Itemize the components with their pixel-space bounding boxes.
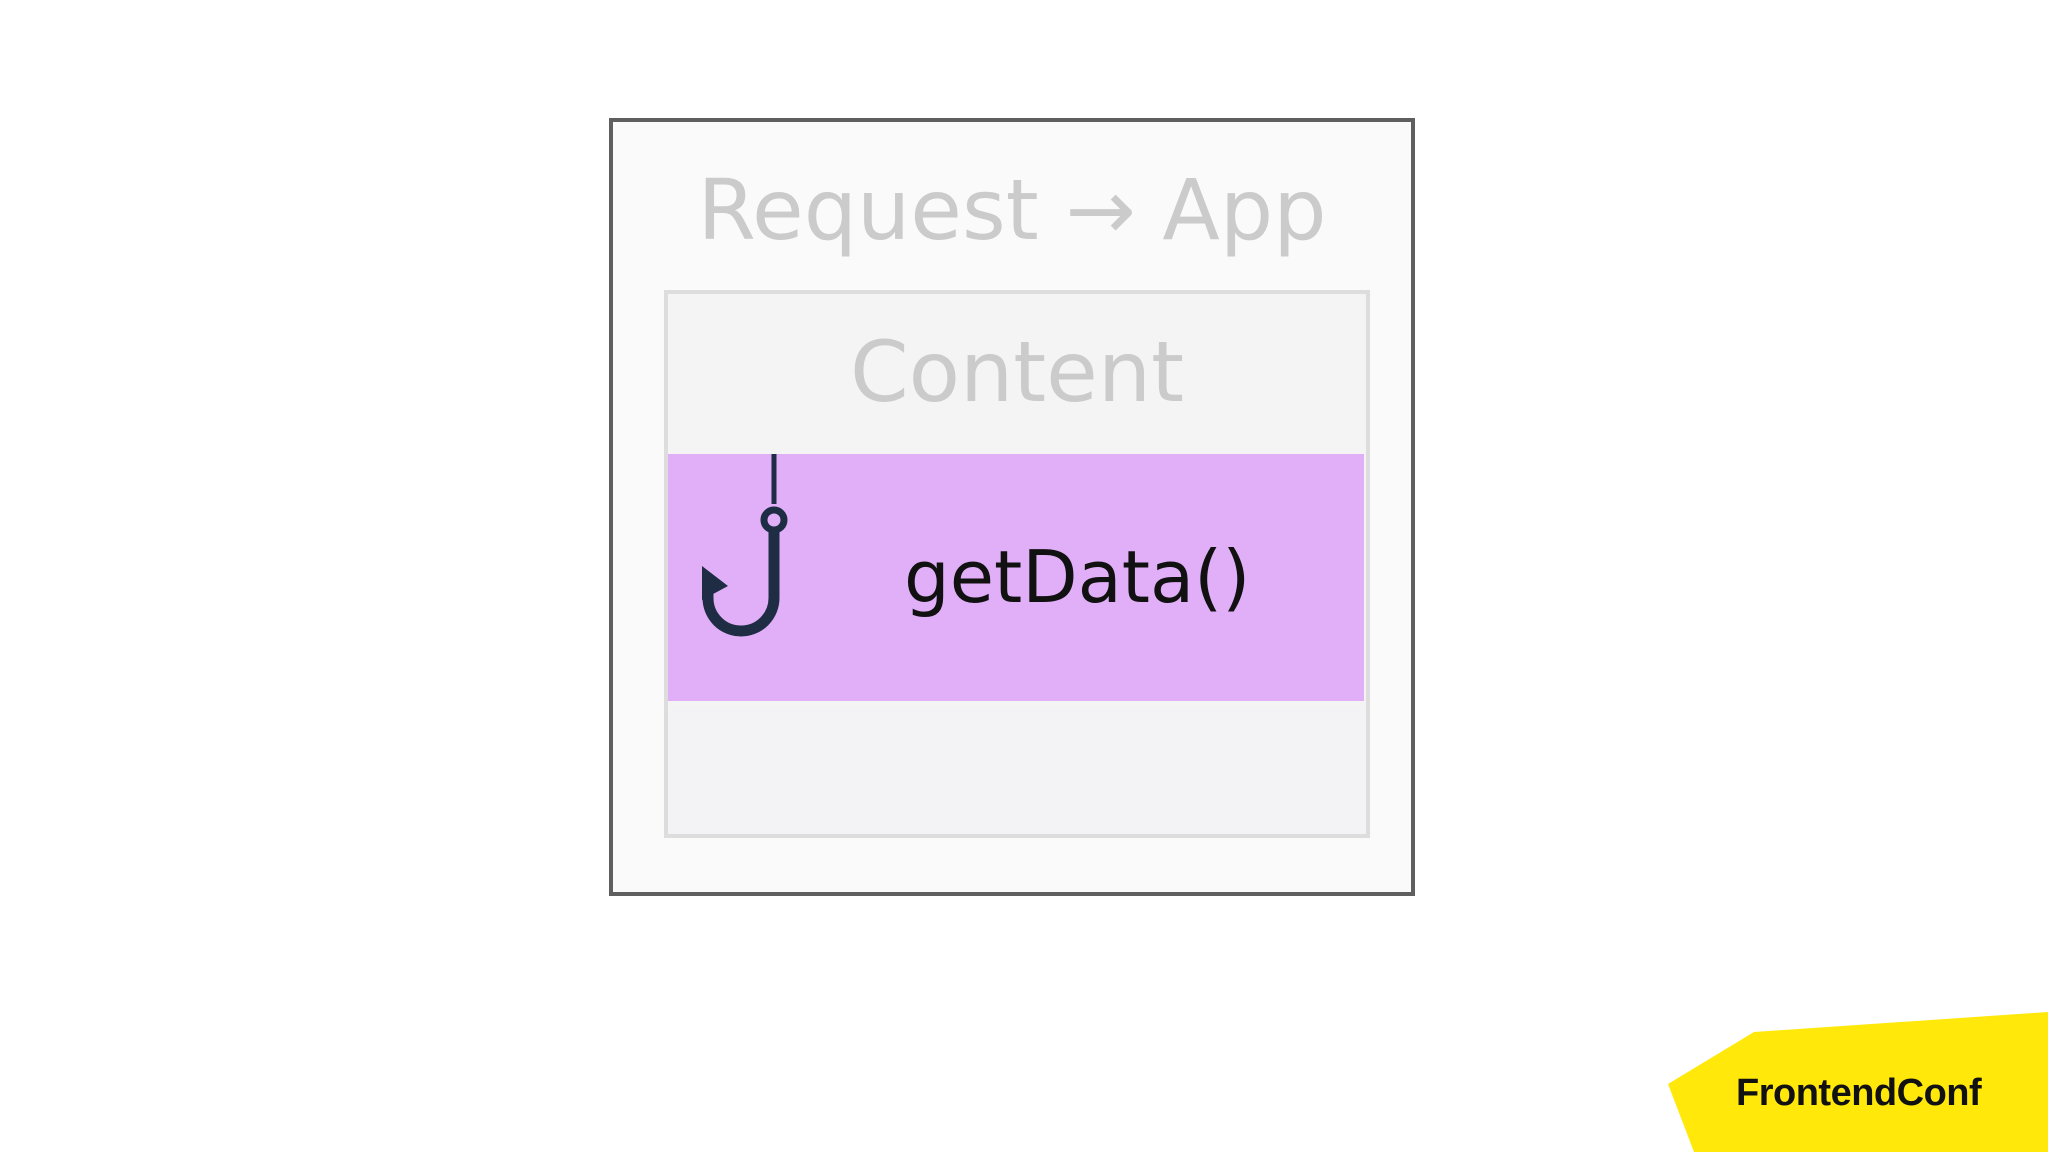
get-data-label: getData() <box>904 535 1251 619</box>
get-data-hook-band: getData() <box>668 454 1364 701</box>
brand-label: FrontendConf <box>1736 1072 1982 1114</box>
frontendconf-logo: FrontendConf <box>1666 1008 2048 1152</box>
fishing-hook-icon <box>702 454 788 637</box>
request-app-title: Request → App <box>697 161 1327 259</box>
content-title: Content <box>849 323 1185 421</box>
content-bottom-area <box>668 706 1366 834</box>
brand-badge-shape <box>1668 1012 2048 1152</box>
